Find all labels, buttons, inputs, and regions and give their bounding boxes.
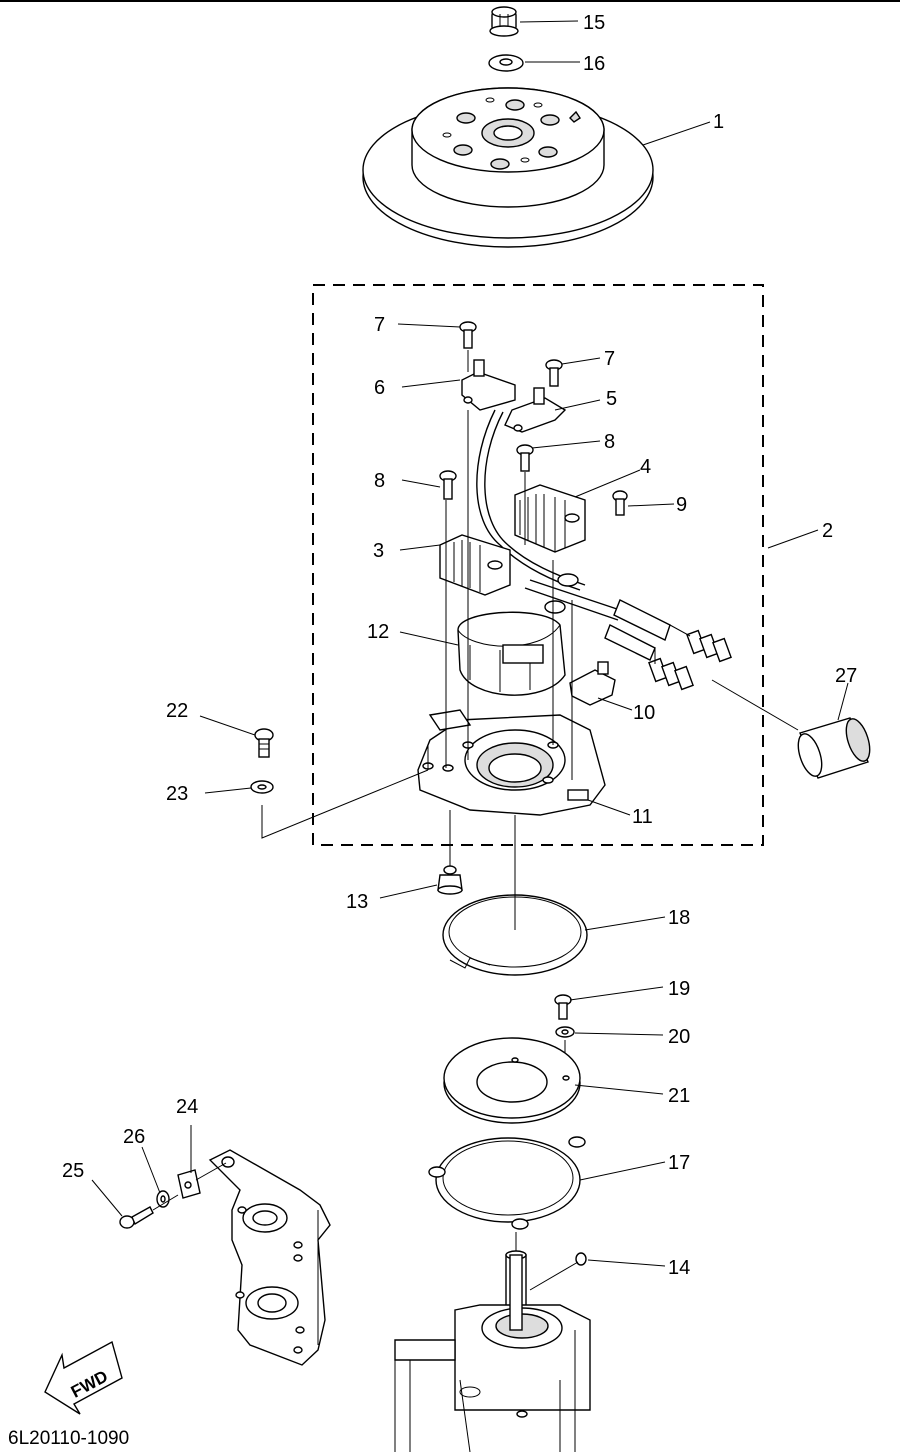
screw-part-9 xyxy=(612,490,628,516)
callout-14: 14 xyxy=(668,1257,690,1279)
plate-part-21 xyxy=(443,1037,581,1124)
callout-1: 1 xyxy=(713,111,724,133)
washer-part-16 xyxy=(488,54,524,72)
callout-26: 26 xyxy=(123,1126,145,1148)
cap-part-27 xyxy=(797,717,871,779)
callout-27: 27 xyxy=(835,665,857,687)
callout-21: 21 xyxy=(668,1085,690,1107)
nut-part-13 xyxy=(437,865,463,895)
callout-2: 2 xyxy=(822,520,833,542)
flywheel-part-1 xyxy=(362,87,654,248)
bracket-part-5 xyxy=(504,387,567,433)
diagram-reference-code: 6L20110-1090 xyxy=(8,1428,129,1449)
callout-16: 16 xyxy=(583,53,605,75)
callout-23: 23 xyxy=(166,783,188,805)
callout-17: 17 xyxy=(668,1152,690,1174)
clip-part-24 xyxy=(177,1125,201,1199)
nut-part-15 xyxy=(489,6,519,37)
screw-part-25 xyxy=(119,1206,154,1229)
callout-10: 10 xyxy=(633,702,655,724)
coil-part-4 xyxy=(514,484,586,553)
callout-13: 13 xyxy=(346,891,368,913)
screw-part-22 xyxy=(254,728,274,758)
leader-lines xyxy=(91,20,849,1291)
callout-18: 18 xyxy=(668,907,690,929)
assembly-boundary-part-2 xyxy=(312,284,764,846)
forward-direction-arrow: FWD xyxy=(44,1340,123,1415)
callout-25: 25 xyxy=(62,1160,84,1182)
intake-bracket xyxy=(208,1149,331,1366)
ring-part-18 xyxy=(442,894,588,976)
callout-5: 5 xyxy=(606,388,617,410)
callout-20: 20 xyxy=(668,1026,690,1048)
washer-part-23 xyxy=(250,780,274,794)
screw-part-8b xyxy=(439,470,457,500)
callout-12: 12 xyxy=(367,621,389,643)
pulser-coil-part-12 xyxy=(457,611,566,696)
callout-19: 19 xyxy=(668,978,690,1000)
washer-part-20 xyxy=(555,1026,575,1038)
screw-part-7b xyxy=(545,359,563,387)
part-number-labels: 15 16 1 7 7 6 5 8 8 4 9 2 3 12 27 10 22 … xyxy=(62,12,857,1279)
crankcase-top xyxy=(394,1232,591,1452)
connector-harness xyxy=(544,573,732,691)
screw-part-8a xyxy=(516,444,534,472)
clamp-part-10 xyxy=(569,661,616,706)
callout-6: 6 xyxy=(374,377,385,399)
callout-9: 9 xyxy=(676,494,687,516)
screw-part-19 xyxy=(554,994,572,1020)
gasket-part-17 xyxy=(428,1136,586,1230)
coil-part-3 xyxy=(439,534,511,596)
callout-7b: 7 xyxy=(604,348,615,370)
callout-4: 4 xyxy=(640,456,651,478)
pin-part-14 xyxy=(575,1252,587,1266)
callout-15: 15 xyxy=(583,12,605,34)
stator-base-part-11 xyxy=(417,709,606,816)
callout-22: 22 xyxy=(166,700,188,722)
callout-3: 3 xyxy=(373,540,384,562)
bracket-part-6 xyxy=(461,359,516,411)
washer-part-26 xyxy=(156,1190,170,1208)
callout-24: 24 xyxy=(176,1096,198,1118)
callout-8a: 8 xyxy=(604,431,615,453)
callout-11: 11 xyxy=(632,806,653,828)
screw-part-7a xyxy=(459,321,477,372)
callout-7a: 7 xyxy=(374,314,385,336)
callout-8b: 8 xyxy=(374,470,385,492)
